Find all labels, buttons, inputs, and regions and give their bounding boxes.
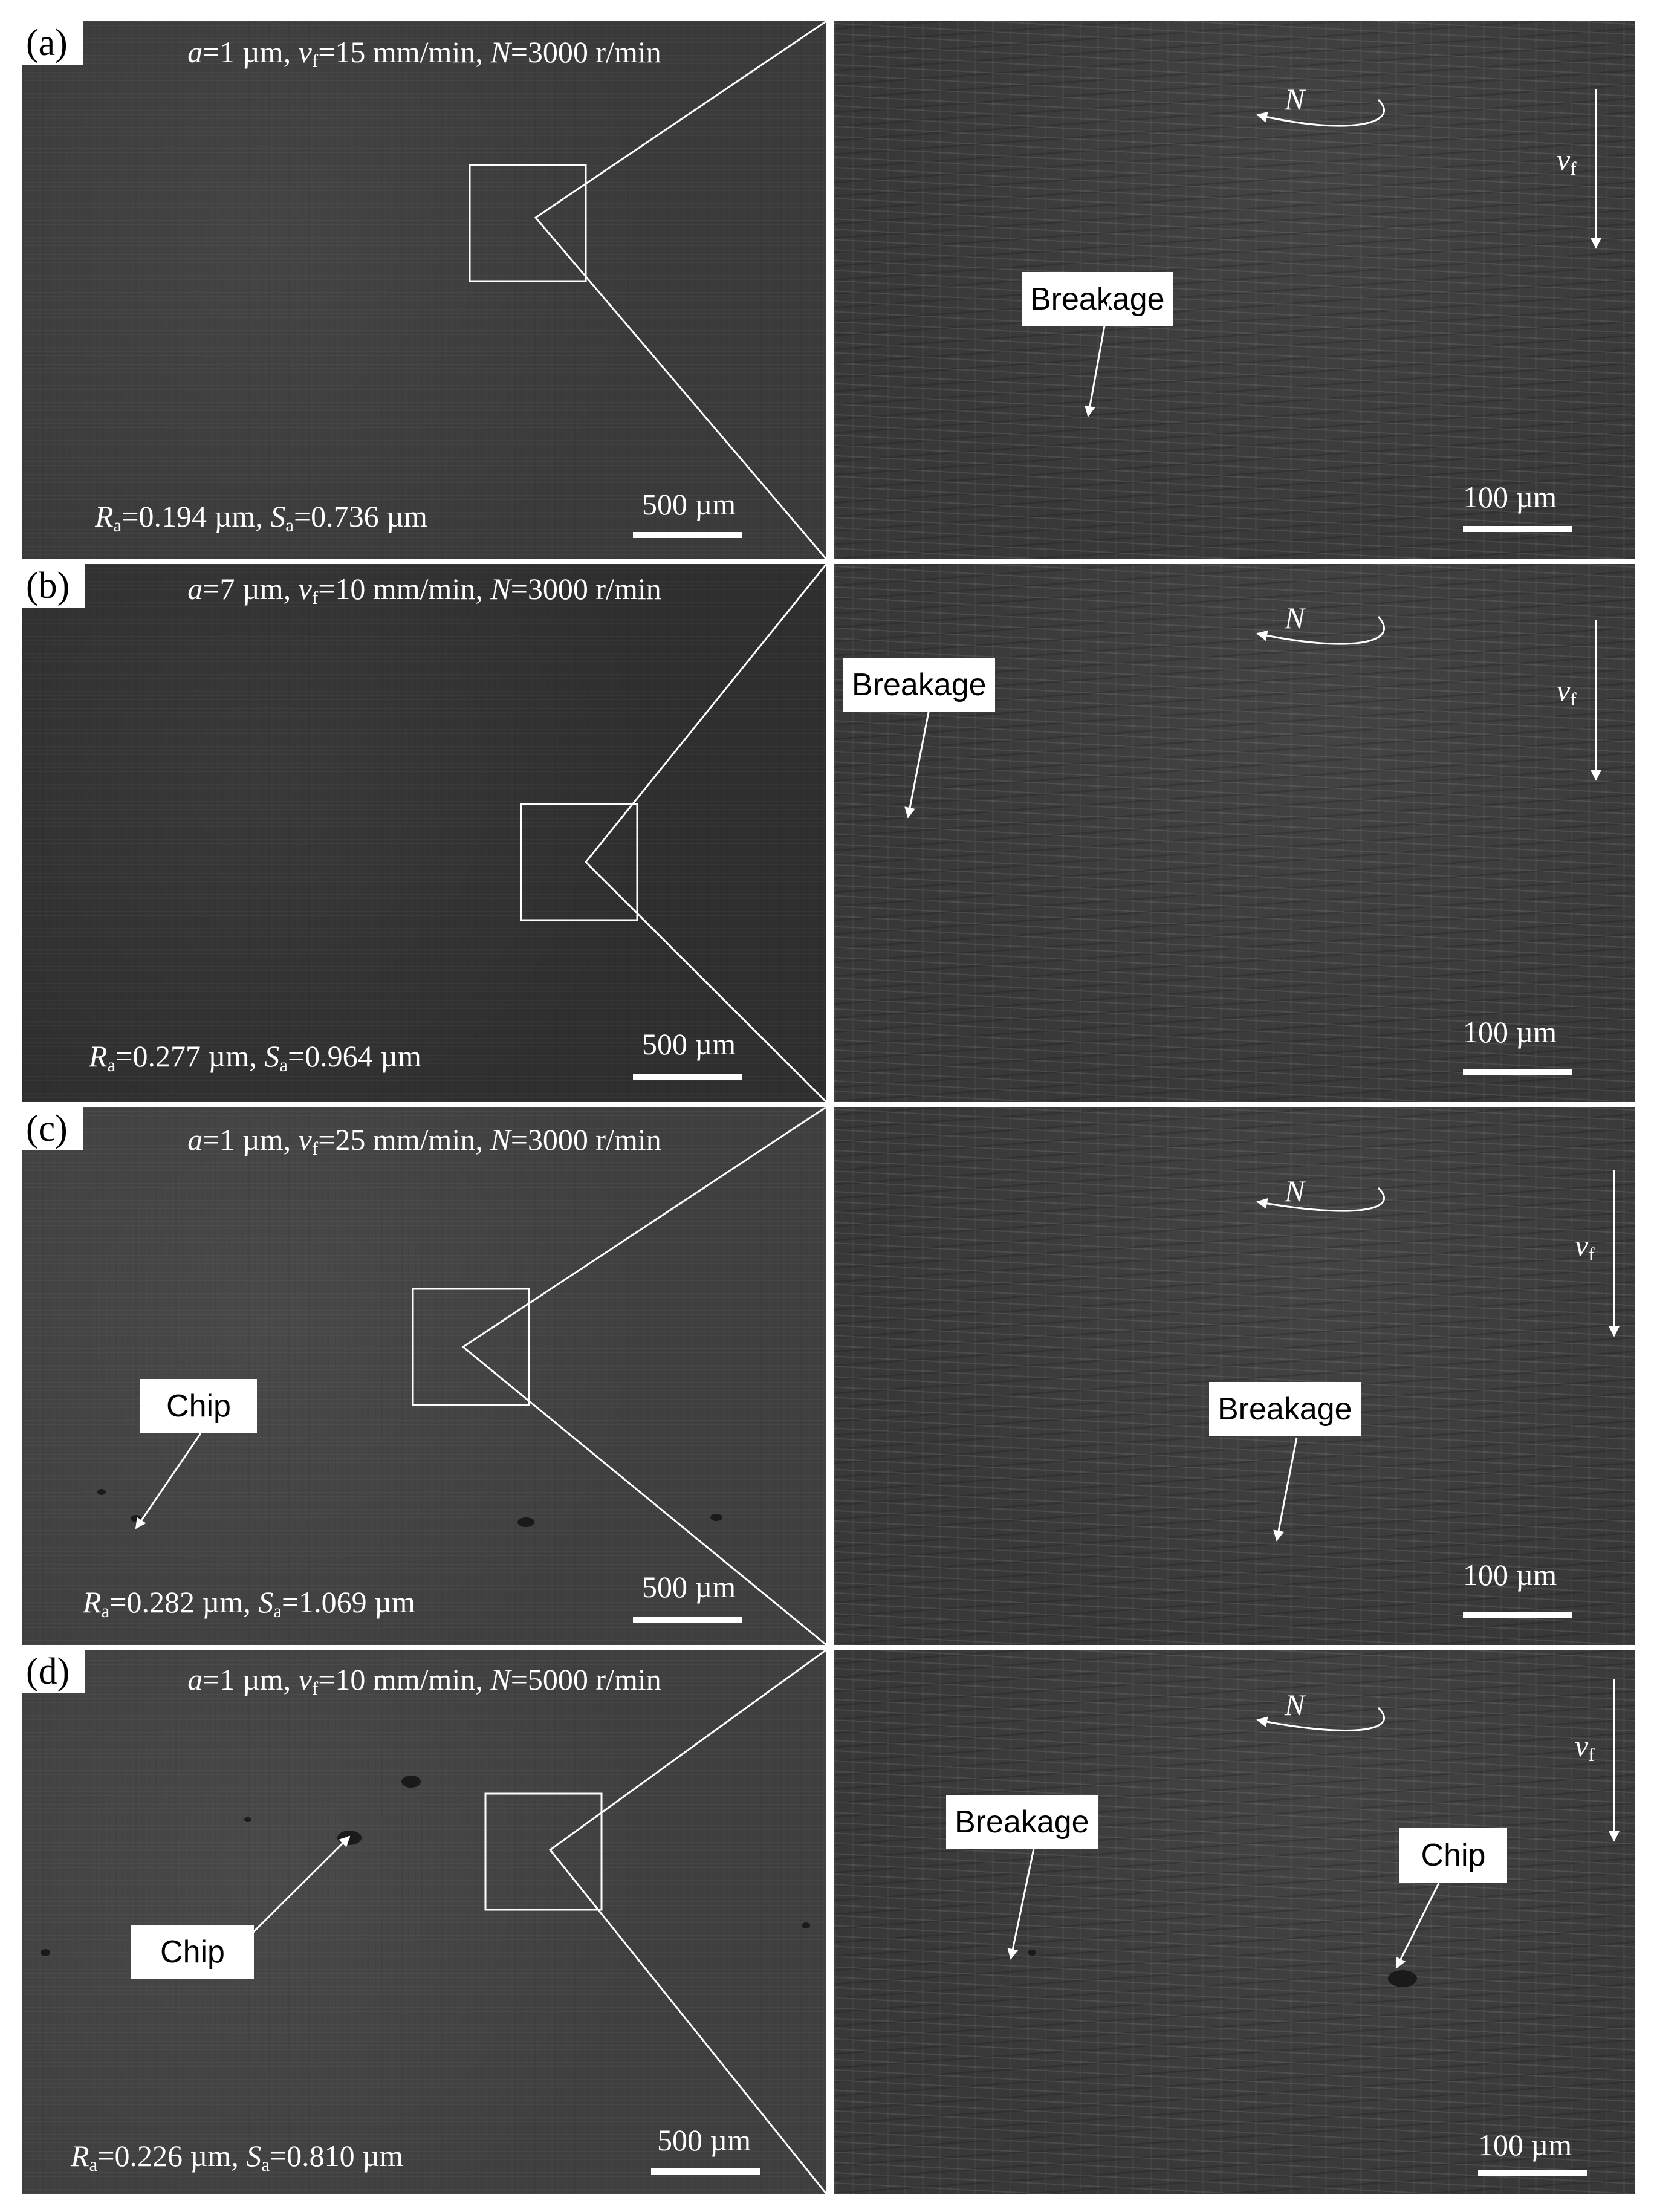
- scale-bar-label: 500 µm: [657, 2123, 751, 2157]
- rotation-label: N: [1285, 601, 1305, 635]
- scale-bar-label: 100 µm: [1463, 1015, 1557, 1049]
- zoom-indicator-d: [484, 1649, 828, 2194]
- breakage-callout: Breakage: [946, 1795, 1098, 1849]
- scale-bar: [633, 1617, 742, 1623]
- sem-texture: [22, 1650, 826, 2194]
- zoom-indicator-a: [469, 20, 828, 560]
- scale-bar: [633, 1074, 742, 1080]
- panel-letter: (b): [22, 564, 86, 608]
- rotation-label: N: [1285, 1174, 1305, 1208]
- sem-texture: [22, 1107, 826, 1645]
- machining-parameters: a=1 µm, vf=25 mm/min, N=3000 r/min: [187, 1123, 661, 1159]
- breakage-callout: Breakage: [1209, 1382, 1361, 1436]
- scale-bar: [651, 2168, 760, 2175]
- sem-texture: [834, 564, 1635, 1102]
- machining-parameters: a=1 µm, vf=15 mm/min, N=3000 r/min: [187, 35, 661, 71]
- panel-letter: (d): [22, 1650, 86, 1693]
- machining-parameters: a=1 µm, vf=10 mm/min, N=5000 r/min: [187, 1662, 661, 1699]
- feed-direction-label: vf: [1557, 143, 1577, 179]
- rotation-label: N: [1285, 1688, 1305, 1722]
- sem-panel-b-low-mag: (b) a=7 µm, vf=10 mm/min, N=3000 r/min R…: [22, 564, 826, 1102]
- breakage-callout: Breakage: [1022, 272, 1173, 326]
- chip-callout: Chip: [131, 1925, 254, 1979]
- zoom-indicator-b: [520, 563, 828, 1103]
- sem-texture: [22, 564, 826, 1102]
- chip-callout: Chip: [1399, 1828, 1507, 1883]
- scale-bar-label: 500 µm: [642, 487, 736, 521]
- sem-panel-d-low-mag: (d) a=1 µm, vf=10 mm/min, N=5000 r/min C…: [22, 1650, 826, 2194]
- rotation-arrows: [1256, 99, 1385, 1731]
- scale-bar-label: 500 µm: [642, 1027, 736, 1061]
- feed-direction-label: vf: [1575, 1228, 1595, 1265]
- feed-direction-label: vf: [1575, 1729, 1595, 1765]
- roughness-values: Ra=0.277 µm, Sa=0.964 µm: [89, 1039, 421, 1075]
- machining-parameters: a=7 µm, vf=10 mm/min, N=3000 r/min: [187, 572, 661, 608]
- sem-panel-b-high-mag: N vf Breakage 100 µm: [834, 564, 1635, 1102]
- panel-letter: (c): [22, 1107, 83, 1150]
- breakage-callout: Breakage: [843, 658, 995, 712]
- sem-texture: [834, 1650, 1635, 2194]
- scale-bar-label: 500 µm: [642, 1570, 736, 1604]
- sem-panel-d-high-mag: N vf Breakage Chip 100 µm: [834, 1650, 1635, 2194]
- roughness-values: Ra=0.226 µm, Sa=0.810 µm: [71, 2139, 403, 2175]
- zoom-indicator-c: [412, 1106, 827, 1646]
- roughness-values: Ra=0.282 µm, Sa=1.069 µm: [83, 1585, 415, 1621]
- scale-bar: [1478, 2170, 1587, 2176]
- feed-arrows: [1591, 89, 1620, 1842]
- scale-bar: [1463, 1069, 1572, 1075]
- chip-callout: Chip: [140, 1379, 257, 1433]
- callout-arrows: [135, 299, 1440, 1969]
- scale-bar: [1463, 1612, 1572, 1618]
- panel-letter: (a): [22, 21, 83, 65]
- rotation-label: N: [1285, 82, 1305, 116]
- feed-direction-label: vf: [1557, 673, 1577, 710]
- sem-panel-c-low-mag: (c) a=1 µm, vf=25 mm/min, N=3000 r/min C…: [22, 1107, 826, 1645]
- scale-bar-label: 100 µm: [1463, 480, 1557, 514]
- scale-bar: [1463, 526, 1572, 532]
- sem-texture: [834, 1107, 1635, 1645]
- roughness-values: Ra=0.194 µm, Sa=0.736 µm: [95, 499, 427, 536]
- sem-texture: [834, 21, 1635, 559]
- sem-panel-a-high-mag: N vf Breakage 100 µm: [834, 21, 1635, 559]
- scale-bar-label: 100 µm: [1463, 1558, 1557, 1592]
- sem-panel-c-high-mag: N vf Breakage 100 µm: [834, 1107, 1635, 1645]
- scale-bar-label: 100 µm: [1478, 2128, 1572, 2162]
- scale-bar: [633, 532, 742, 538]
